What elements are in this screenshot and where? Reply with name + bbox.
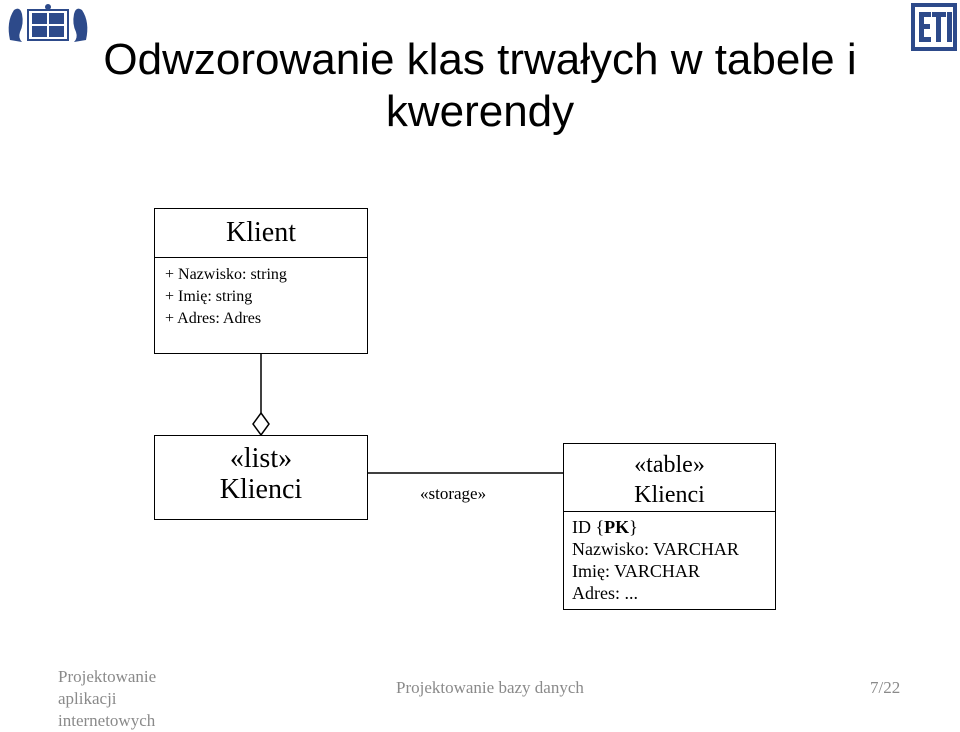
column-adres: Adres: ... bbox=[572, 583, 638, 603]
university-logo bbox=[8, 4, 88, 43]
table-name: Klienci bbox=[634, 482, 705, 508]
attribute-adres: + Adres: Adres bbox=[165, 310, 262, 327]
table-stereotype: «table» bbox=[634, 452, 705, 478]
aggregation-diamond bbox=[252, 411, 270, 437]
footer-course-line-2: internetowych bbox=[58, 711, 156, 730]
attribute-imie: + Imię: string bbox=[165, 288, 253, 305]
table-columns: ID {PK} Nazwisko: VARCHAR Imię: VARCHAR … bbox=[564, 512, 775, 608]
storage-label: «storage» bbox=[420, 484, 487, 503]
pk-marker: PK bbox=[604, 517, 630, 537]
attribute-nazwisko: + Nazwisko: string bbox=[165, 266, 287, 283]
class-klient-attributes: + Nazwisko: string + Imię: string + Adre… bbox=[155, 258, 367, 336]
footer-course-line-1: Projektowanie aplikacji bbox=[58, 667, 157, 708]
table-header: «table» Klienci bbox=[564, 444, 775, 512]
page-number: 7/22 bbox=[870, 678, 901, 697]
list-name: Klienci bbox=[219, 474, 303, 505]
list-stereotype: «list» bbox=[229, 443, 293, 474]
list-klienci: «list» Klienci bbox=[154, 435, 368, 520]
column-id: ID {PK} bbox=[572, 517, 638, 537]
slide-title: Odwzorowanie klas trwałych w tabele i kw… bbox=[0, 34, 960, 138]
footer-course: Projektowanie aplikacji internetowych bbox=[58, 666, 218, 732]
diagram-connectors bbox=[252, 354, 563, 474]
eti-logo bbox=[911, 3, 957, 51]
table-klienci: «table» Klienci ID {PK} Nazwisko: VARCHA… bbox=[563, 443, 776, 610]
footer-topic: Projektowanie bazy danych bbox=[396, 678, 584, 697]
title-line-1: Odwzorowanie klas trwałych w tabele i bbox=[103, 35, 857, 84]
class-klient: Klient + Nazwisko: string + Imię: string… bbox=[154, 208, 368, 354]
column-imie: Imię: VARCHAR bbox=[572, 561, 700, 581]
column-nazwisko: Nazwisko: VARCHAR bbox=[572, 539, 739, 559]
class-klient-name: Klient bbox=[155, 209, 367, 258]
title-line-2: kwerendy bbox=[385, 87, 575, 136]
